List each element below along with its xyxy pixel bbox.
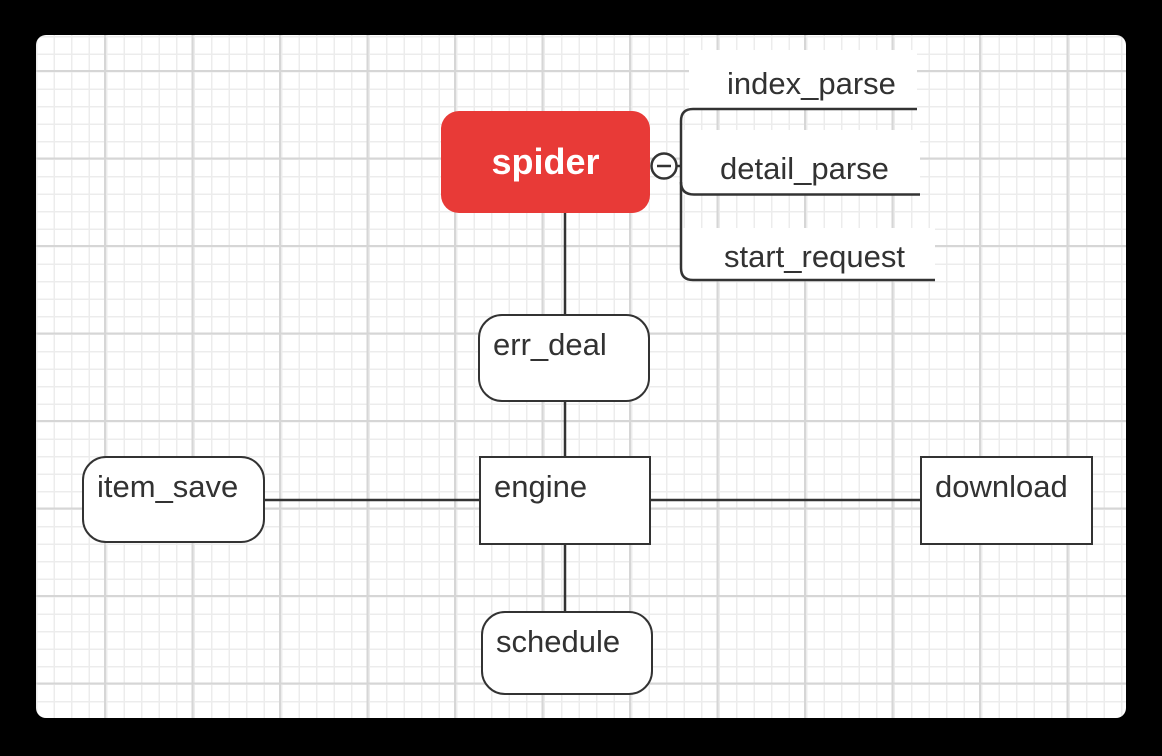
topic-start-request[interactable]: start_request xyxy=(682,228,935,280)
root-topic-spider[interactable]: spider xyxy=(441,111,650,213)
topic-label: schedule xyxy=(496,624,621,659)
topic-engine[interactable]: engine xyxy=(479,456,651,545)
topic-schedule[interactable]: schedule xyxy=(481,611,653,695)
topic-item-save[interactable]: item_save xyxy=(82,456,265,543)
topic-detail-parse[interactable]: detail_parse xyxy=(682,130,920,195)
topic-label: download xyxy=(935,469,1068,504)
topic-err-deal[interactable]: err_deal xyxy=(478,314,650,402)
topic-label: engine xyxy=(494,469,588,504)
topic-label: index_parse xyxy=(727,66,896,101)
topic-label: start_request xyxy=(724,239,905,274)
root-topic-label: spider xyxy=(491,141,600,182)
topic-index-parse[interactable]: index_parse xyxy=(689,50,917,109)
topic-label: err_deal xyxy=(493,327,607,362)
topic-label: detail_parse xyxy=(720,150,889,186)
mindmap-canvas[interactable]: index_parse detail_parse start_request xyxy=(36,35,1126,718)
collapse-button[interactable] xyxy=(650,152,678,180)
topic-label: item_save xyxy=(97,469,239,504)
topic-download[interactable]: download xyxy=(920,456,1093,545)
